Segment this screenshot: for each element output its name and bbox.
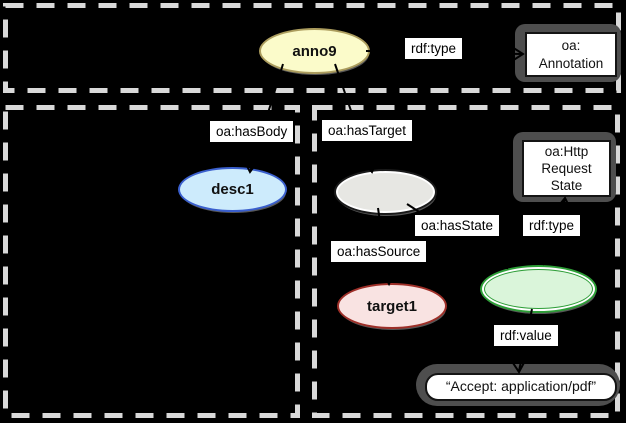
class-box-http-line2: Request [541, 160, 592, 176]
node-blank-state-fill [484, 269, 593, 309]
class-box-annotation-line1: oa: [561, 38, 581, 54]
literal-accept-pdf: “Accept: application/pdf” [425, 373, 617, 401]
edge-hasbody-line [249, 63, 284, 173]
edge-hassource-arrowhead [381, 269, 396, 287]
edge-hastarget-line [334, 63, 373, 173]
node-target1: target1 [337, 283, 447, 329]
node-target1-label: target1 [366, 297, 418, 315]
node-blank-specific-resource-fill [338, 173, 433, 211]
edge-label-rdf-type-top: rdf:type [405, 38, 463, 59]
edge-hasstate-arrowhead [491, 255, 509, 270]
node-desc1-label: desc1 [211, 181, 254, 198]
node-anno9: anno9 [259, 28, 370, 74]
node-desc1: desc1 [178, 167, 287, 212]
group-box-body [3, 105, 300, 418]
node-blank-state [480, 265, 597, 313]
edge-label-hasstate: oa:hasState [415, 215, 500, 236]
edge-label-hasbody: oa:hasBody [210, 121, 294, 142]
edge-label-hassource: oa:hasSource [331, 241, 427, 262]
class-box-annotation-line2: Annotation [538, 55, 604, 71]
node-blank-specific-resource [334, 169, 437, 215]
node-anno9-label: anno9 [292, 42, 337, 60]
edge-label-hastarget: oa:hasTarget [322, 120, 413, 141]
class-box-http-line1: oa:Http [544, 143, 589, 159]
edge-label-rdf-value: rdf:value [494, 325, 558, 346]
class-box-annotation: oa: Annotation [525, 32, 617, 77]
class-box-http-request-state: oa:Http Request State [522, 140, 611, 197]
edge-label-rdf-type-state: rdf:type [523, 215, 581, 236]
class-box-http-line3: State [550, 178, 583, 194]
literal-accept-pdf-label: “Accept: application/pdf” [445, 378, 597, 395]
